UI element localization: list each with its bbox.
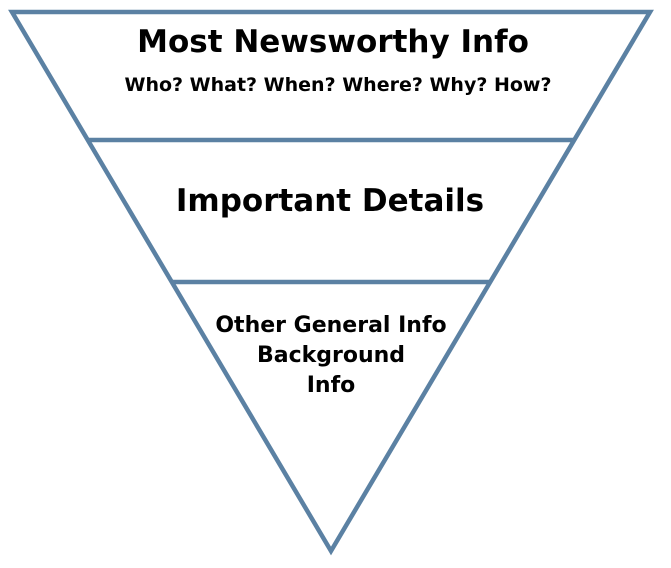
tier-3-line-2: Background — [257, 343, 405, 368]
tier-1-subtitle: Who? What? When? Where? Why? How? — [124, 74, 551, 96]
tier-3-line-3: Info — [307, 373, 356, 398]
tier-2-title: Important Details — [176, 183, 484, 219]
tier-1-title: Most Newsworthy Info — [137, 24, 529, 60]
tier-3-line-1: Other General Info — [215, 313, 446, 338]
